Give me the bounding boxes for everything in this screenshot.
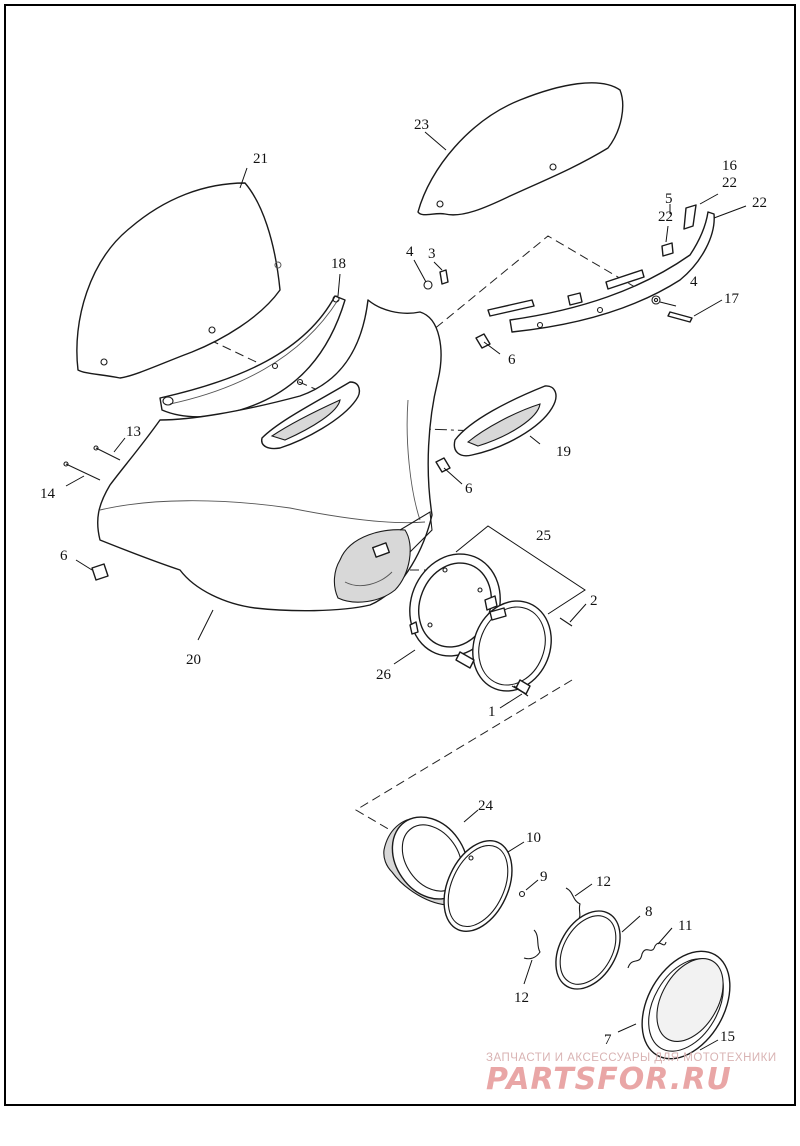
callout-23: 23 [414, 117, 429, 133]
callout-12-bottom: 12 [514, 990, 529, 1006]
spring-clip-part [523, 887, 581, 960]
callout-16: 16 [722, 158, 738, 174]
drawing-border [4, 4, 796, 1106]
screw-group-left [63, 445, 121, 481]
callout-19: 19 [556, 444, 571, 460]
callout-26: 26 [376, 667, 392, 683]
windshield-part [76, 182, 282, 379]
callout-24: 24 [478, 798, 494, 814]
wind-deflector-part [417, 82, 624, 216]
vent-part [453, 385, 557, 457]
watermark-tagline: ЗАПЧАСТИ И АКСЕССУАРЫ ДЛЯ МОТОТЕХНИКИ [486, 1052, 777, 1064]
callout-20: 20 [186, 652, 201, 668]
headlamp-door-part [641, 950, 731, 1060]
callout-6-left: 6 [60, 548, 68, 564]
callout-5: 5 [665, 191, 673, 207]
callout-6-fairing: 6 [465, 481, 473, 497]
callout-21: 21 [253, 151, 268, 167]
fairing-part [97, 299, 442, 612]
callout-labels: 21 23 18 4 3 6 19 6 13 14 6 20 26 1 2 25… [40, 117, 767, 1048]
callout-14: 14 [40, 486, 56, 502]
watermark-brand: PARTSFOR.RU [486, 1062, 732, 1097]
headlamp-bracket-part [455, 600, 552, 695]
callout-13: 13 [126, 424, 141, 440]
callout-17: 17 [724, 291, 740, 307]
fastener-group-top [423, 269, 491, 473]
callout-10: 10 [526, 830, 541, 846]
callout-6-vent: 6 [508, 352, 516, 368]
callout-22-b: 22 [658, 209, 673, 225]
gasket-part [555, 910, 621, 990]
callout-15: 15 [720, 1029, 735, 1045]
callout-18: 18 [331, 256, 346, 272]
leader-lines [65, 131, 747, 1051]
retaining-spring-part [627, 941, 667, 969]
callout-11: 11 [678, 918, 692, 934]
vent-inner-part [261, 381, 361, 450]
callout-22-a: 22 [722, 175, 737, 191]
callout-12-top: 12 [596, 874, 611, 890]
callout-4-rail: 4 [690, 274, 698, 290]
screw-group-bracket [513, 617, 573, 697]
trim-ring-part [443, 839, 513, 933]
callout-2: 2 [590, 593, 598, 609]
trim-rail-part [487, 204, 715, 333]
callout-1: 1 [488, 704, 496, 720]
small-screw-part [518, 890, 526, 898]
clip-part [91, 563, 109, 581]
callout-3: 3 [428, 246, 436, 262]
callout-9: 9 [540, 869, 548, 885]
callout-22-c: 22 [752, 195, 767, 211]
watermark: ЗАПЧАСТИ И АКСЕССУАРЫ ДЛЯ МОТОТЕХНИКИ PA… [486, 1052, 786, 1097]
callout-8: 8 [645, 904, 653, 920]
callout-7: 7 [604, 1032, 612, 1048]
callout-4-top: 4 [406, 244, 414, 260]
callout-25: 25 [536, 528, 551, 544]
